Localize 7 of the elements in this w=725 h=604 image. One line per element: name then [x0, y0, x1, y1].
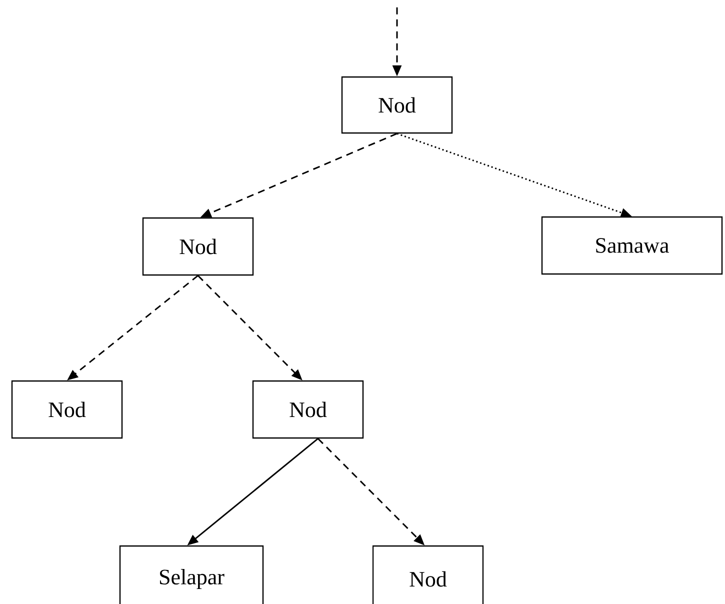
process-box: Samawa: [541, 216, 723, 275]
process-box: Nod: [252, 380, 364, 439]
process-box: Nod: [142, 217, 254, 276]
process-box: Selapar: [119, 545, 264, 604]
process-box: Nod: [341, 76, 453, 134]
process-box: Nod: [11, 380, 123, 439]
process-box: Nod: [372, 545, 484, 604]
